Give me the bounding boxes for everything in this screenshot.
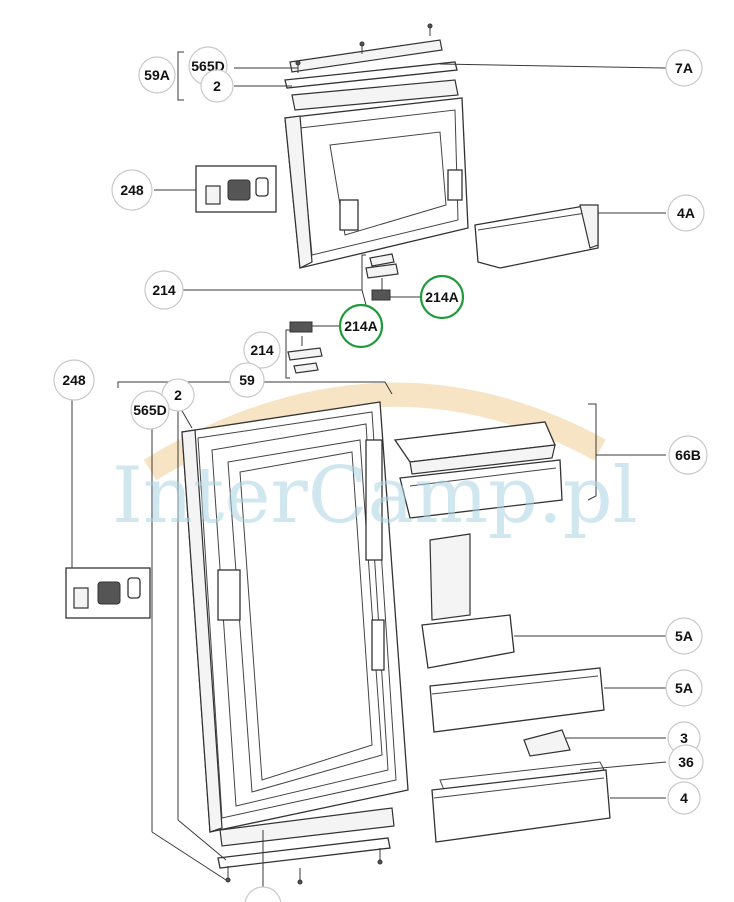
latch-kit-left bbox=[65, 567, 151, 619]
callout-2-low: 2 bbox=[161, 378, 195, 412]
callout-2-top: 2 bbox=[200, 69, 234, 103]
freezer-door-panel bbox=[284, 97, 469, 269]
watermark-text: InterCamp.pl bbox=[112, 451, 638, 541]
svg-text:2: 2 bbox=[174, 387, 182, 403]
svg-text:59: 59 bbox=[239, 372, 255, 388]
svg-text:565D: 565D bbox=[133, 402, 166, 418]
svg-text:59A: 59A bbox=[144, 67, 170, 83]
svg-text:214: 214 bbox=[250, 342, 274, 358]
callout-214a-mid[interactable]: 214A bbox=[338, 303, 384, 349]
callout-248-left: 248 bbox=[53, 359, 95, 401]
shelf-4a bbox=[474, 204, 599, 269]
svg-text:5A: 5A bbox=[675, 628, 693, 644]
hinge-parts-mid bbox=[287, 321, 323, 374]
callout-59: 59 bbox=[229, 362, 265, 398]
callout-7a: 7A bbox=[665, 49, 703, 87]
svg-text:5A: 5A bbox=[675, 680, 693, 696]
callout-214a-top[interactable]: 214A bbox=[419, 274, 465, 320]
callout-565d-low: 565D bbox=[130, 390, 170, 430]
shelf-5a bbox=[429, 667, 605, 733]
clip-3 bbox=[523, 729, 571, 757]
fridge-door-assembly bbox=[181, 401, 409, 885]
svg-text:4: 4 bbox=[680, 790, 688, 806]
svg-text:248: 248 bbox=[62, 372, 86, 388]
svg-text:2: 2 bbox=[213, 78, 221, 94]
callout-248-top: 248 bbox=[111, 169, 153, 211]
svg-text:66B: 66B bbox=[675, 447, 701, 463]
callout-66b: 66B bbox=[668, 435, 708, 475]
callout-4a: 4A bbox=[667, 194, 705, 232]
svg-text:214A: 214A bbox=[344, 318, 377, 334]
svg-text:7A: 7A bbox=[675, 60, 693, 76]
hinge-parts-top bbox=[365, 253, 399, 301]
shelf-4 bbox=[431, 761, 611, 843]
callout-36: 36 bbox=[668, 744, 704, 780]
callout-5a-upper: 5A bbox=[665, 617, 703, 655]
freezer-door-assembly bbox=[284, 23, 469, 269]
latch-kit-top bbox=[195, 165, 277, 213]
svg-text:3: 3 bbox=[680, 730, 688, 746]
callout-214-mid: 214 bbox=[243, 331, 281, 369]
callout-4: 4 bbox=[667, 781, 701, 815]
svg-text:248: 248 bbox=[120, 182, 144, 198]
callout-bottom-partial bbox=[244, 886, 282, 902]
svg-text:36: 36 bbox=[678, 754, 694, 770]
holder-5a-upper bbox=[421, 533, 515, 669]
svg-text:214: 214 bbox=[152, 282, 176, 298]
shelf-66b bbox=[393, 421, 563, 519]
callout-214-top: 214 bbox=[144, 270, 184, 310]
top-hinge-strip bbox=[289, 39, 443, 73]
callout-59a: 59A bbox=[138, 56, 176, 94]
svg-text:214A: 214A bbox=[425, 289, 458, 305]
callout-5a-lower: 5A bbox=[665, 669, 703, 707]
svg-text:4A: 4A bbox=[677, 205, 695, 221]
